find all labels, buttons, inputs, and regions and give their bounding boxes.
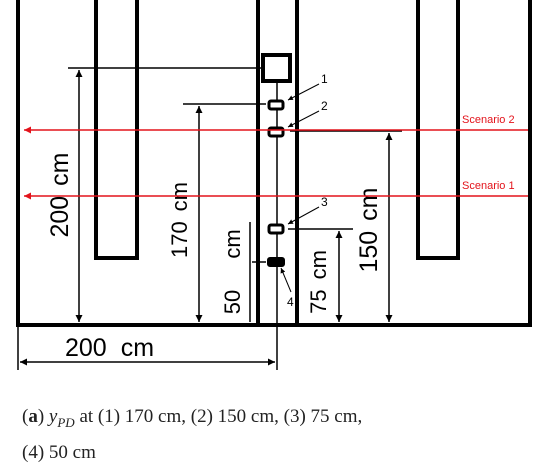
top-box	[261, 53, 292, 83]
dim-150-vertical	[290, 130, 402, 322]
right-baffle	[416, 0, 460, 260]
dim-150-label: 150cm	[355, 187, 383, 272]
tank-walls	[16, 0, 532, 327]
caption-line-1: (a) yPD at (1) 170 cm, (2) 150 cm, (3) 7…	[22, 406, 363, 430]
figure-caption: (a) yPD at (1) 170 cm, (2) 150 cm, (3) 7…	[22, 402, 542, 468]
scenario-1-label: Scenario 1	[462, 180, 515, 192]
dim-200-vertical-label: 200cm	[46, 152, 74, 237]
caption-line-2: (4) 50 cm	[22, 441, 96, 463]
callout-3-label: 3	[321, 195, 328, 209]
scenario-2-label: Scenario 2	[462, 114, 515, 126]
sensor-1	[267, 99, 285, 111]
dim-75-label: 75cm	[306, 250, 331, 314]
caption-line-1-rest: at (1) 170 cm, (2) 150 cm, (3) 75 cm,	[74, 406, 363, 427]
callout-arrows	[280, 83, 320, 293]
central-pole	[256, 0, 299, 325]
callout-2-label: 2	[321, 99, 328, 113]
caption-variable-sub: PD	[57, 414, 75, 430]
sensor-2	[267, 126, 285, 138]
caption-variable-main: y	[48, 406, 58, 427]
dim-50-label: 50	[220, 290, 245, 314]
caption-panel-label: a	[28, 406, 38, 427]
dim-170-vertical	[183, 103, 266, 322]
sensor-4	[267, 257, 285, 267]
sensor-3	[267, 223, 285, 235]
dim-75-vertical	[288, 228, 353, 322]
left-baffle	[94, 0, 139, 260]
callout-1-label: 1	[321, 72, 328, 86]
dim-50-unit-label: cm	[220, 229, 245, 258]
caption-variable: yPD	[48, 406, 75, 430]
callout-4-label: 4	[287, 295, 294, 309]
dim-170-vertical-label: 170cm	[167, 182, 192, 258]
dim-200-horizontal	[17, 327, 275, 370]
dim-50-vertical	[249, 222, 266, 322]
